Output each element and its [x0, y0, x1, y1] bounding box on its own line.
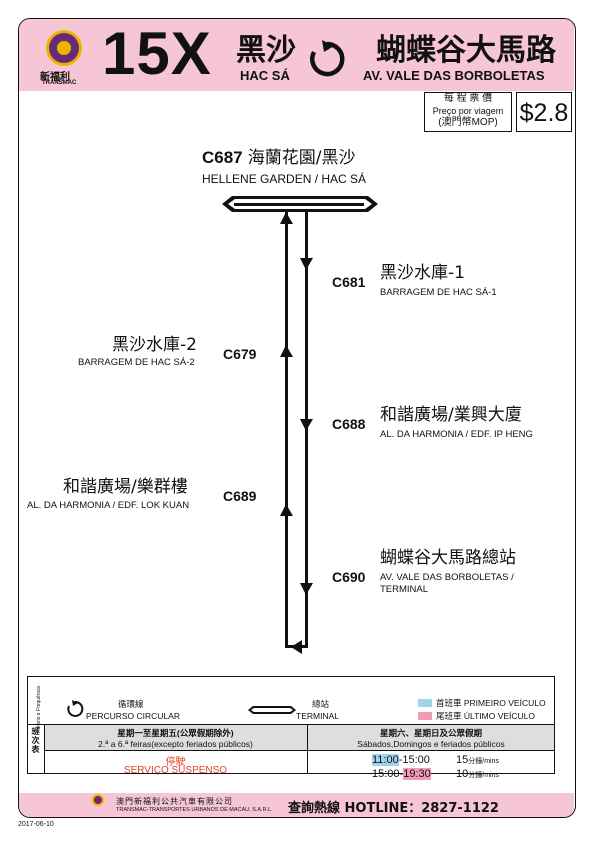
stop-name-cn: 蝴蝶谷大馬路總站 [380, 548, 516, 568]
stop-code: C689 [223, 488, 257, 504]
terminal-bar-icon [248, 706, 296, 714]
transmac-logo-icon [92, 794, 104, 806]
period-1-frequency: 15分鐘/mins [456, 754, 499, 766]
stop-name-cn: 黑沙水庫-1 [380, 263, 465, 283]
period-start-time: 15:00- [372, 768, 404, 780]
arrow-left-icon [291, 640, 302, 654]
stop-name-cn: 黑沙水庫-2 [112, 335, 197, 355]
weekday-suspended-cn: 停駛 [165, 757, 186, 768]
header-band [19, 19, 574, 91]
hotline-number: 2827-1122 [421, 801, 499, 816]
legend-terminal-cn: 總站 [312, 699, 330, 709]
first-bus-time: 11:00 [372, 754, 399, 766]
frequency-unit: 分鐘/mins [468, 758, 499, 765]
frequency-unit: 分鐘/mins [468, 772, 499, 779]
origin-name-cn: 黑沙 [236, 33, 296, 68]
origin-name-pt: HAC SÁ [240, 68, 290, 83]
stop-code: C681 [332, 274, 366, 290]
fare-price: $2.8 [516, 92, 572, 132]
terminal-bar-icon [222, 196, 378, 212]
weekday-header-cn: 星期一至星期五(公眾假期除外) [117, 728, 234, 738]
stop-name-cn: 和諧廣場/業興大廈 [380, 405, 522, 425]
circular-route-icon [310, 40, 345, 77]
route-number: 15X [102, 20, 212, 87]
table-divider [44, 725, 45, 774]
route-line-left [285, 212, 288, 648]
arrow-up-icon [280, 212, 293, 224]
transmac-logo-icon [46, 30, 82, 66]
circular-route-icon [67, 700, 84, 717]
stop-code: C690 [332, 569, 366, 585]
hotline: 查詢熱線 HOTLINE：2827-1122 [288, 797, 499, 816]
weekend-period-2: 15:00-19:30 [372, 768, 431, 780]
stop-name-pt-line2: TERMINAL [380, 584, 429, 595]
stop-name-pt: AL. DA HARMONIA / EDF. IP HENG [380, 429, 533, 440]
table-header [44, 725, 554, 750]
schedule-side-label-pt: Horário e Frequência [36, 686, 42, 733]
stop-name-pt: AV. VALE DAS BORBOLETAS / [380, 572, 514, 583]
operator-name-cn: 新福利 [40, 72, 70, 83]
arrow-up-icon [280, 504, 293, 516]
weekend-period-1: 11:00-15:00 [372, 754, 430, 766]
fare-label: 每 程 票 價 Preço por viagem (澳門幣MOP) [424, 92, 512, 132]
destination-name-pt: AV. VALE DAS BORBOLETAS [363, 68, 545, 83]
last-bus-swatch [418, 712, 432, 720]
fare-box: 每 程 票 價 Preço por viagem (澳門幣MOP) $2.8 [422, 90, 573, 134]
operator-name-en: TRANSMAC [42, 80, 77, 86]
terminal-top-name-en: HELLENE GARDEN / HAC SÁ [202, 172, 367, 186]
stop-c681: C681 [332, 272, 365, 291]
schedule-side-label-cn: 班次表 [31, 727, 40, 754]
weekend-header-cn: 星期六、星期日及公眾假期 [379, 728, 482, 738]
arrow-up-icon [280, 345, 293, 357]
company-name-pt: TRANSMAC-TRANSPORTES URBANOS DE MACAU, S… [116, 807, 273, 813]
period-2-frequency: 10分鐘/mins [456, 768, 499, 780]
legend-terminal-pt: TERMINAL [296, 711, 339, 721]
legend-last-bus: 尾班車 ÚLTIMO VEÍCULO [436, 711, 536, 721]
arrow-down-icon [300, 583, 313, 595]
terminal-top-name-cn: 海蘭花園/黑沙 [247, 148, 356, 168]
schedule-box [27, 676, 555, 774]
weekday-suspended-pt: SERVIÇO SUSPENSO [123, 765, 228, 776]
terminal-top: C687 海蘭花園/黑沙 [202, 148, 355, 168]
period-end-time: -15:00 [398, 754, 430, 766]
company-name-cn: 澳門新福利公共汽車有限公司 [116, 797, 233, 806]
fare-label-cn: 每 程 票 價 [443, 93, 493, 104]
frequency-value: 10 [456, 768, 469, 780]
table-divider [307, 725, 308, 774]
weekday-header-pt: 2.ª a 6.ª feiras(excepto feriados públic… [98, 739, 253, 749]
arrow-down-icon [300, 419, 313, 431]
arrow-down-icon [300, 258, 313, 270]
first-bus-swatch [418, 699, 432, 707]
stop-name-pt: AL. DA HARMONIA / EDF. LOK KUAN [27, 500, 190, 511]
stop-c688: C688 [332, 414, 365, 433]
fare-label-pt: Preço por viagem [432, 106, 504, 116]
stop-c690: C690 [332, 567, 365, 586]
stop-name-cn: 和諧廣場/樂群樓 [63, 477, 188, 497]
print-date: 2017-06-10 [18, 821, 54, 828]
table-divider [44, 750, 554, 751]
legend-circular-pt: PERCURSO CIRCULAR [86, 711, 180, 721]
stop-c679: C679 [223, 344, 256, 363]
stop-c689: C689 [223, 486, 256, 505]
frequency-value: 15 [456, 754, 469, 766]
legend-first-bus: 首班車 PRIMEIRO VEÍCULO [436, 698, 546, 708]
destination-name-cn: 蝴蝶谷大馬路 [376, 33, 556, 68]
legend-circular-cn: 循環線 [118, 699, 144, 709]
stop-code: C679 [223, 346, 257, 362]
last-bus-time: 19:30 [403, 768, 431, 780]
weekend-header-pt: Sábados,Domingos e feriados públicos [357, 739, 505, 749]
timetable-frame [18, 18, 576, 818]
hotline-label: 查詢熱線 HOTLINE： [288, 801, 422, 816]
fare-currency: (澳門幣MOP) [438, 117, 498, 128]
stop-name-pt: BARRAGEM DE HAC SÁ-1 [380, 287, 497, 298]
stop-name-pt: BARRAGEM DE HAC SÁ-2 [78, 357, 195, 368]
footer-band [19, 793, 574, 817]
table-divider [27, 724, 555, 725]
stop-code: C688 [332, 416, 366, 432]
terminal-top-code: C687 [202, 148, 243, 167]
